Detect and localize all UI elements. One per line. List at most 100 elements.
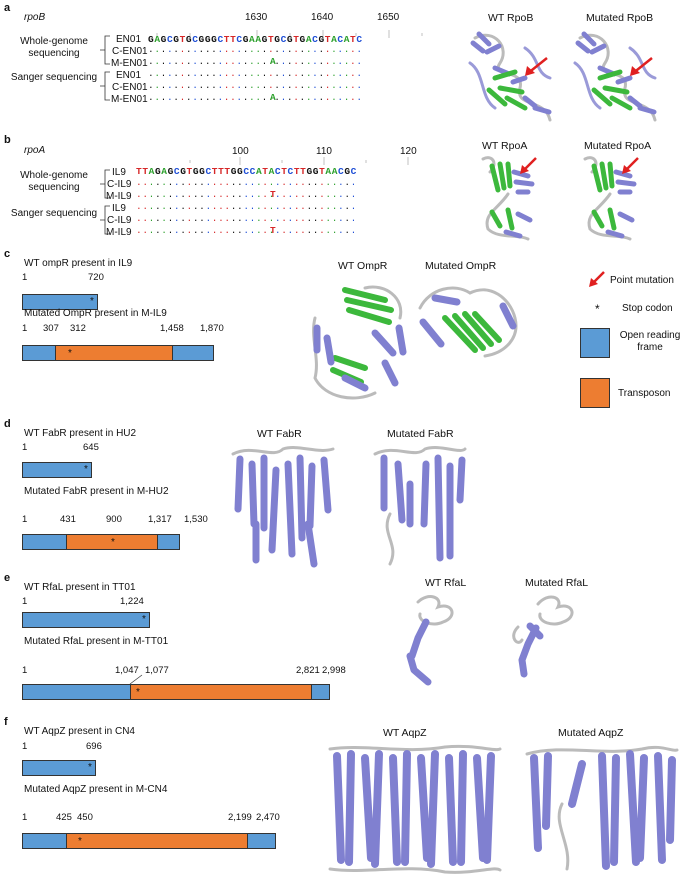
ruler-ticks	[152, 25, 442, 38]
row-label: C-EN01	[112, 82, 148, 93]
position-label: 1,530	[184, 514, 208, 525]
panel-letter-c: c	[4, 248, 11, 260]
structure-title-wt-rpoa: WT RpoA	[482, 140, 528, 152]
tick-label-120: 120	[400, 146, 417, 157]
dot-row: ..................................	[148, 44, 363, 55]
position-label: 1,870	[200, 323, 224, 334]
position-label: 2,998	[322, 665, 346, 676]
position-label: 312	[70, 323, 86, 334]
group-label-wgs-b: Whole-genome sequencing	[20, 170, 88, 193]
structure-title-wt-rfal: WT RfaL	[425, 577, 467, 589]
position-label: 1	[22, 596, 28, 607]
position-label: 645	[83, 442, 99, 453]
gene-name-rpoa: rpoA	[24, 145, 46, 156]
position-label: 1,317	[148, 514, 172, 525]
mutation-base-a-sanger: A	[270, 92, 277, 103]
protein-structure-wt-rpoa	[481, 156, 537, 241]
protein-structure-mut-ompr	[418, 286, 518, 358]
position-label: 1	[22, 272, 28, 283]
protein-structure-mut-rpoa	[583, 156, 639, 241]
stop-codon-icon: *	[78, 836, 82, 847]
position-label: 425	[56, 812, 72, 823]
stop-codon-icon: *	[136, 687, 140, 698]
position-label: 1,047	[115, 665, 139, 676]
protein-structure-wt-fabr	[231, 446, 335, 568]
dot-row: ..................................	[148, 80, 363, 91]
structure-title-mut-rpoa: Mutated RpoA	[584, 140, 652, 152]
bracket-a	[100, 35, 110, 101]
legend-stop-codon: Stop codon	[622, 303, 673, 314]
group-label-sanger-b: Sanger sequencing	[10, 208, 98, 219]
protein-structure-wt-rpob	[468, 31, 552, 122]
position-label: 720	[88, 272, 104, 283]
tick-label-1640: 1640	[311, 12, 334, 23]
panel-letter-e: e	[4, 572, 11, 584]
position-label: 2,470	[256, 812, 280, 823]
row-label: M-IL9	[106, 227, 132, 238]
row-label: IL9	[112, 167, 126, 178]
orf-bar-wt	[22, 612, 150, 628]
stop-codon-icon: *	[90, 296, 94, 307]
stop-codon-icon: *	[142, 614, 146, 625]
position-label: 307	[43, 323, 59, 334]
tick-label-110: 110	[316, 146, 332, 157]
row-label: EN01	[116, 70, 142, 81]
wt-gene-label: WT AqpZ present in CN4	[24, 726, 135, 737]
structure-title-wt-aqpz: WT AqpZ	[383, 727, 427, 739]
row-label: C-IL9	[107, 179, 132, 190]
position-label: 2,821	[296, 665, 320, 676]
position-label: 1	[22, 741, 28, 752]
panel-letter-f: f	[4, 716, 8, 728]
row-label: C-EN01	[112, 46, 148, 57]
position-label: 1	[22, 323, 28, 334]
row-label: M-EN01	[111, 58, 148, 69]
mut-gene-label: Mutated FabR present in M-HU2	[24, 486, 169, 497]
dot-row: ...................................	[136, 177, 357, 188]
bracket-b	[100, 169, 110, 235]
position-label: 1,077	[145, 665, 169, 676]
position-label: 2,199	[228, 812, 252, 823]
row-label: M-EN01	[111, 94, 148, 105]
stop-codon-icon: *	[111, 537, 115, 548]
stop-codon-icon: *	[595, 302, 600, 316]
panel-letter-b: b	[4, 134, 11, 146]
point-mutation-arrow-icon	[520, 157, 537, 174]
leader-line	[129, 674, 143, 685]
position-label: 696	[86, 741, 102, 752]
structure-title-mut-fabr: Mutated FabR	[387, 428, 454, 440]
group-label-sanger-a: Sanger sequencing	[10, 72, 98, 83]
sequence-rpob: GAGCGTGCGGGCTTCGAAGTGCGTGACGTACATC	[148, 34, 363, 45]
transposon-bar	[66, 833, 248, 849]
legend-orf: Open reading frame	[619, 330, 681, 353]
stop-codon-icon: *	[84, 464, 88, 475]
wt-gene-label: WT RfaL present in TT01	[24, 582, 136, 593]
protein-structure-mut-aqpz	[525, 745, 679, 871]
stop-codon-icon: *	[88, 762, 92, 773]
position-label: 1	[22, 442, 28, 453]
mutation-base-a: A	[270, 56, 277, 67]
position-label: 450	[77, 812, 93, 823]
structure-title-wt-rpob: WT RpoB	[488, 12, 534, 24]
dot-row: ...................................	[136, 201, 357, 212]
transposon-bar	[55, 345, 173, 361]
mut-gene-label: Mutated OmpR present in M-IL9	[24, 308, 167, 319]
protein-structure-mut-rpob	[573, 31, 657, 122]
dot-row: ...................................	[136, 213, 357, 224]
protein-structure-wt-aqpz	[328, 744, 502, 874]
sequence-rpoa: TTAGAGCGTGGCTTTGGCCATACTCTTGGTAACGC	[136, 166, 357, 177]
structure-title-wt-fabr: WT FabR	[257, 428, 302, 440]
wt-gene-label: WT FabR present in HU2	[24, 428, 137, 439]
transposon-bar	[66, 534, 158, 550]
row-label: C-IL9	[107, 215, 132, 226]
point-mutation-arrow-icon	[630, 57, 653, 76]
position-label: 1	[22, 665, 28, 676]
legend-transposon: Transposon	[618, 388, 671, 399]
protein-structure-mut-fabr	[373, 446, 467, 566]
tick-label-100: 100	[232, 146, 249, 157]
structure-title-mut-rpob: Mutated RpoB	[586, 12, 654, 24]
position-label: 1	[22, 812, 28, 823]
row-label: EN01	[116, 34, 142, 45]
legend-point-mutation: Point mutation	[610, 275, 674, 286]
mut-gene-label: Mutated RfaL present in M-TT01	[24, 636, 169, 647]
tick-label-1650: 1650	[377, 12, 400, 23]
